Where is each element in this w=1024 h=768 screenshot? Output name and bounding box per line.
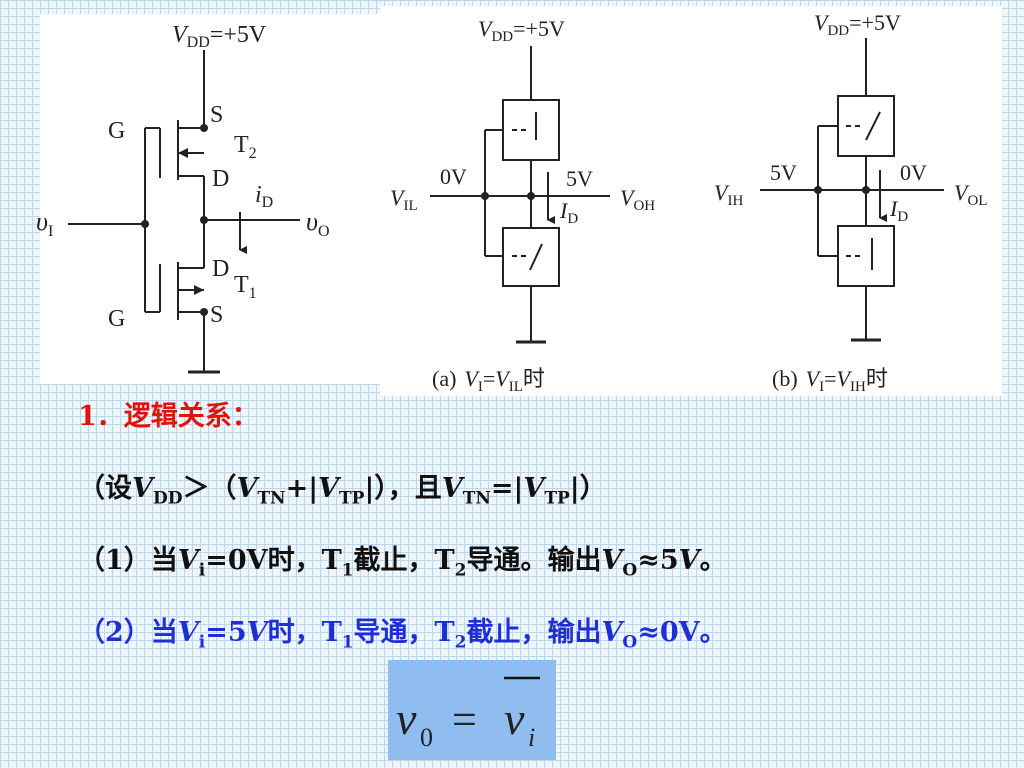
case2-text: ≈0V。: [637, 617, 727, 648]
cond-var: V: [236, 473, 258, 504]
case2-text: （2）当: [78, 617, 178, 648]
formula-rhs: v: [504, 693, 525, 744]
case2-text: =5: [205, 617, 247, 648]
case1-text: 截止，T: [353, 545, 455, 576]
id-label: iD: [255, 182, 273, 211]
circuit-diagram: VDD=+5V G G S S T2 T1 D D iD υI υO VDD=+…: [36, 10, 987, 395]
formula-equals: =: [452, 695, 477, 744]
vo-label: υO: [306, 207, 330, 240]
circuit-panel-left: [40, 14, 380, 384]
node-dot: [862, 186, 870, 194]
node-dot: [481, 192, 489, 200]
t1-label: T1: [234, 272, 257, 302]
gate-label-top: G: [108, 118, 125, 144]
case1-var: V: [678, 545, 700, 576]
cond-var: V: [523, 473, 545, 504]
case2-sub: i: [198, 632, 206, 653]
vol-label: VOL: [954, 180, 987, 209]
case2-sub: 2: [454, 632, 467, 653]
cond-sub: TP: [544, 488, 570, 509]
case2-var: V: [177, 617, 199, 648]
node-dot: [200, 308, 208, 316]
gate-label-bottom: G: [108, 306, 125, 332]
cond-text: ＞（: [182, 473, 237, 504]
case1-text: ≈5: [637, 545, 679, 576]
heading-logic-relation: 1．逻辑关系：: [78, 401, 259, 432]
case1-sub: 2: [454, 560, 467, 581]
cond-sub: TP: [339, 488, 365, 509]
case2-text: 截止，输出: [466, 617, 602, 648]
id-label-b: ID: [889, 196, 908, 225]
vil-label: VIL: [390, 185, 418, 214]
case2-sub: 1: [341, 632, 354, 653]
case1-text: （1）当: [78, 545, 178, 576]
cond-sub: TN: [462, 488, 491, 509]
cond-var: V: [441, 473, 463, 504]
cond-sub: TN: [257, 488, 286, 509]
nmos-arrow-icon: [194, 285, 204, 295]
node-dot: [200, 216, 208, 224]
case1-text: =0V时，T: [205, 545, 342, 576]
id-label-a: ID: [559, 198, 578, 227]
node-dot: [814, 186, 822, 194]
case2-text: 时，T: [267, 617, 342, 648]
vdd-label-b: VDD=+5V: [814, 10, 901, 39]
case1-sub: O: [622, 560, 638, 581]
node-dot: [200, 124, 208, 132]
case1-sub: 1: [341, 560, 354, 581]
case-1-line: （1）当Vi=0V时，T1截止，T2导通。输出VO≈5V。: [78, 538, 727, 580]
t2-label: T2: [234, 132, 257, 162]
case1-text: 导通。输出: [466, 545, 602, 576]
vdd-label-left: VDD=+5V: [172, 22, 267, 51]
cond-var: V: [318, 473, 339, 504]
cmos-inverter-schematic: [68, 50, 300, 374]
formula-box: v 0 = v i: [388, 660, 556, 760]
switch-circuit-b: [760, 38, 944, 342]
condition-line: （设VDD＞（VTN+|VTP|），且VTN=|VTP|）: [78, 466, 607, 508]
output-voltage-b: 0V: [900, 160, 927, 185]
formula-lhs-sub: 0: [420, 723, 433, 752]
case1-var: V: [601, 545, 623, 576]
cond-text: +|: [285, 473, 319, 504]
formula-vo-equals-not-vi: v 0 = v i: [396, 676, 540, 752]
node-dot: [141, 220, 149, 228]
circuit-panel-right: [380, 6, 1002, 396]
cond-text: |），且: [364, 473, 442, 504]
drain-label-top: D: [212, 166, 229, 192]
case1-var: V: [177, 545, 199, 576]
case2-var: V: [601, 617, 623, 648]
case2-var: V: [246, 617, 268, 648]
switch-circuit-a: [430, 46, 610, 344]
input-voltage-b: 5V: [770, 160, 797, 185]
caption-a: (a)VI=VIL时: [432, 366, 545, 395]
node-dot: [527, 192, 535, 200]
input-voltage-a: 0V: [440, 164, 467, 189]
cond-sub: DD: [152, 488, 183, 509]
case1-text: 。: [699, 545, 727, 576]
cond-text: =|: [490, 473, 524, 504]
cond-text: （设: [78, 473, 132, 504]
cond-var: V: [132, 473, 153, 504]
source-label-top: S: [210, 102, 223, 128]
formula-lhs: v: [396, 693, 417, 744]
vdd-label-a: VDD=+5V: [478, 16, 565, 45]
cond-text: |）: [569, 473, 607, 504]
source-label-bottom: S: [210, 302, 223, 328]
voh-label: VOH: [620, 185, 655, 214]
vi-label: υI: [36, 207, 53, 240]
drain-label-bottom: D: [212, 256, 229, 282]
case2-text: 导通，T: [353, 617, 455, 648]
formula-rhs-sub: i: [528, 723, 535, 752]
case-2-line: （2）当Vi=5V时，T1导通，T2截止，输出VO≈0V。: [78, 610, 727, 652]
pmos-arrow-icon: [178, 148, 188, 158]
case2-sub: O: [622, 632, 638, 653]
case1-sub: i: [198, 560, 206, 581]
caption-b: (b)VI=VIH时: [772, 366, 888, 395]
output-voltage-a: 5V: [566, 166, 593, 191]
vih-label: VIH: [714, 180, 743, 209]
